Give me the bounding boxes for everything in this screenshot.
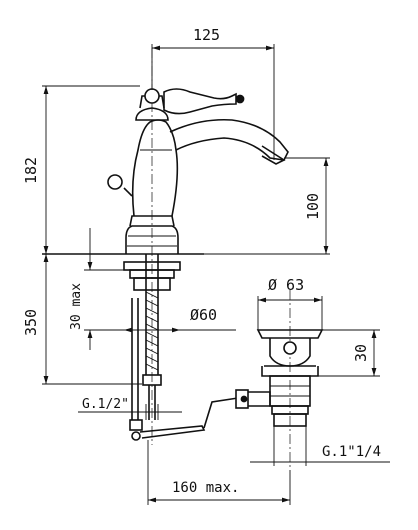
hose-fitting: [142, 374, 162, 386]
faucet-body: [42, 48, 289, 445]
dim-supply-thread: G.1/2": [78, 397, 182, 420]
handle-knob: [144, 88, 160, 104]
dim-spout-height: 100: [204, 157, 330, 255]
dim-hole-diameter-label: Ø60: [190, 306, 217, 324]
waste-flange: [256, 329, 324, 339]
dim-spout-reach: 125: [151, 26, 275, 160]
faucet-base: [125, 225, 179, 254]
waste-assembly: [235, 290, 324, 470]
dim-total-height-label: 182: [22, 157, 40, 184]
dim-below-deck: 350: [22, 254, 142, 385]
faucet-column: [131, 119, 179, 217]
dim-supply-thread-label: G.1/2": [82, 397, 129, 412]
dim-waste-thread-label: G.1"1/4: [322, 444, 381, 460]
cartridge-cap: [135, 107, 169, 121]
dim-waste-height-label: 30: [352, 344, 370, 362]
lever-handle: [163, 88, 237, 115]
dim-rod-length: 160 max.: [147, 440, 291, 505]
dim-spout-reach-label: 125: [193, 26, 220, 44]
fixing-nut: [133, 277, 171, 291]
dim-rod-length-label: 160 max.: [172, 480, 239, 496]
dim-deck-thickness-label: 30 max: [69, 283, 84, 330]
rod-clamp: [129, 419, 143, 431]
dim-waste-diameter-label: Ø 63: [268, 276, 304, 294]
popup-knob: [107, 174, 123, 190]
dim-waste-thread: G.1"1/4: [250, 426, 390, 466]
dim-waste-diameter: Ø 63: [257, 276, 323, 330]
dim-waste-height: 30: [318, 329, 380, 377]
waste-thread-body: [273, 413, 307, 427]
spout: [169, 118, 289, 161]
dim-spout-height-label: 100: [304, 193, 322, 220]
dim-below-deck-label: 350: [22, 309, 40, 336]
dim-total-height: 182: [22, 85, 140, 254]
waste-plug: [283, 341, 297, 355]
dim-hole-diameter: Ø60: [124, 306, 236, 333]
